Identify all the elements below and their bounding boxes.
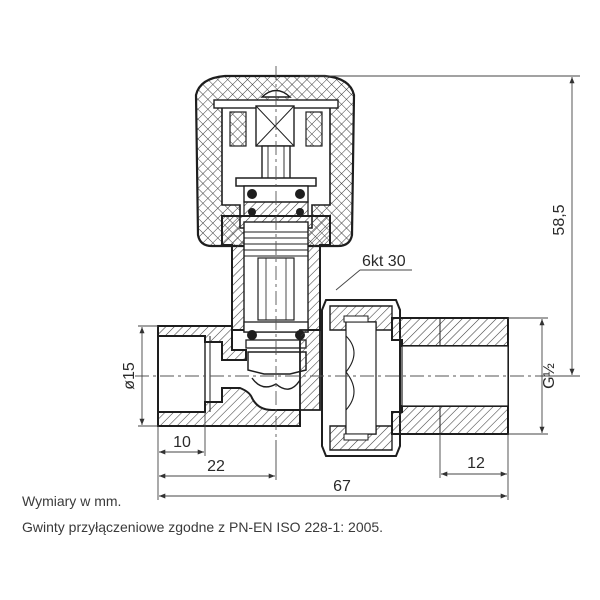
dim-diameter: ø15 [121,362,138,390]
dim-thread-length: 12 [467,455,485,472]
thread-standard-note: Gwinty przyłączeniowe zgodne z PN-EN ISO… [22,519,384,535]
dim-inlet-depth: 10 [173,434,191,451]
units-note: Wymiary w mm. [22,493,122,509]
union-nut [321,299,401,457]
dimension-lines [138,75,580,500]
center-lines [135,66,540,440]
dim-height-total: 58,5 [551,204,568,235]
valve-body [157,325,321,427]
dim-overall-length: 67 [333,478,351,495]
spindle [235,105,317,217]
dim-thread: G½ [541,363,558,389]
dim-inlet-to-axis: 22 [207,458,225,475]
dim-hex-size: 6kt 30 [362,253,406,270]
